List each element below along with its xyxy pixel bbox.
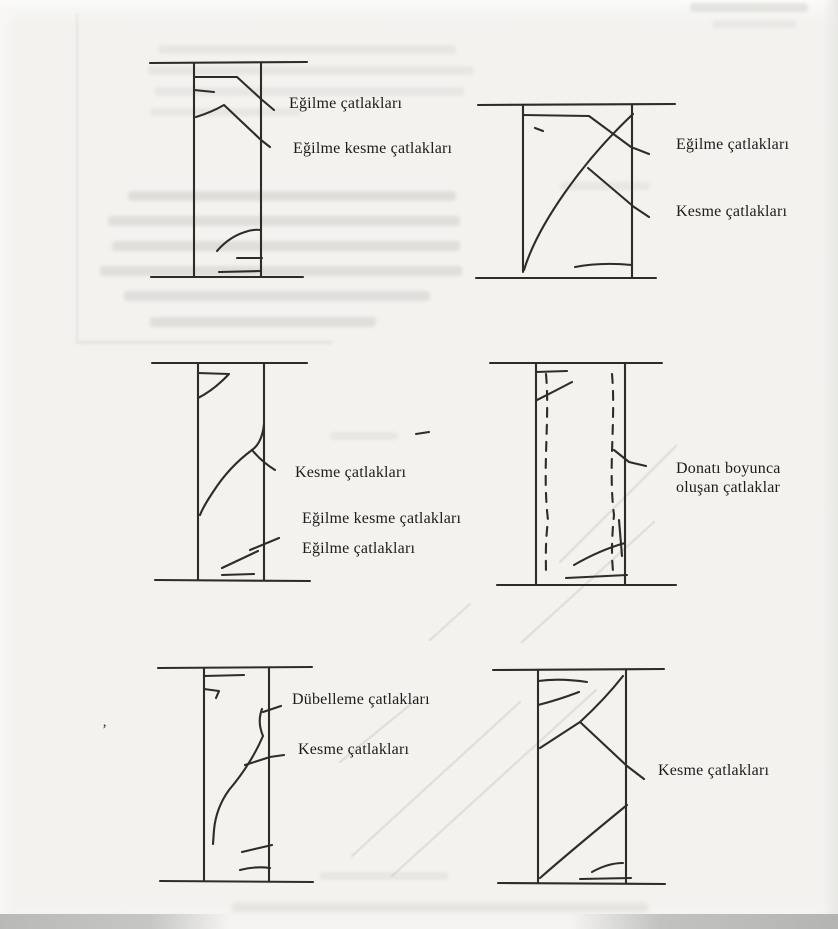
diagram-top-right bbox=[474, 102, 677, 280]
label-bottom-right-shear: Kesme çatlakları bbox=[658, 762, 770, 779]
bleed-stair-drawing bbox=[338, 444, 678, 878]
crack-shear-leader bbox=[250, 448, 277, 472]
page-edge-top bbox=[0, 0, 838, 8]
label-middle-left-flexure: Eğilme çatlakları bbox=[302, 540, 416, 557]
page-edge-right bbox=[822, 0, 838, 929]
crack-shear-leader bbox=[243, 753, 286, 767]
crack-flexure-leader bbox=[192, 75, 276, 112]
crack-dowel-leader bbox=[261, 704, 283, 714]
label-top-left-flexure: Eğilme çatlakları bbox=[289, 95, 403, 112]
diagram-middle-left bbox=[150, 361, 312, 583]
diagram-middle-right bbox=[488, 361, 678, 587]
diagram-bottom-right bbox=[491, 667, 667, 886]
label-top-right-shear: Kesme çatlakları bbox=[676, 203, 788, 220]
crack-shear-leader bbox=[578, 720, 646, 781]
label-middle-left-flexure-shear: Eğilme kesme çatlakları bbox=[302, 510, 462, 527]
crack-flexure-leader bbox=[248, 536, 281, 552]
crack-diagonal-upper bbox=[538, 674, 625, 750]
crack-dashed-right bbox=[610, 372, 616, 573]
page-edge-left bbox=[0, 0, 14, 929]
crack-flexure-shear-leader bbox=[194, 103, 272, 149]
stray-apostrophe-mark: ’ bbox=[102, 722, 107, 738]
crack-big-diagonal bbox=[522, 112, 635, 272]
crack-flexure-leader bbox=[521, 113, 651, 156]
label-middle-right-rebar-line2: oluşan çatlaklar bbox=[676, 479, 781, 496]
label-bottom-left-shear: Kesme çatlakları bbox=[298, 741, 410, 758]
crack-long-s bbox=[211, 707, 265, 846]
label-middle-right-rebar-line1: Donatı boyunca bbox=[676, 460, 781, 477]
crack-dashed-left bbox=[544, 372, 550, 576]
label-top-left-flexure-shear: Eğilme kesme çatlakları bbox=[293, 140, 453, 157]
stray-dash bbox=[414, 430, 431, 436]
label-bottom-left-dowel: Dübelleme çatlakları bbox=[292, 691, 430, 708]
page-bottom-edge-shadow bbox=[0, 914, 838, 929]
crack-rebar-leader bbox=[612, 448, 648, 468]
crack-s-curve bbox=[198, 422, 266, 517]
label-middle-left-shear: Kesme çatlakları bbox=[295, 464, 407, 481]
crack-shear-leader bbox=[586, 166, 651, 219]
diagram-top-left bbox=[148, 60, 309, 279]
diagram-bottom-left bbox=[156, 665, 315, 884]
label-middle-right-rebar: Donatı boyunca oluşan çatlaklar bbox=[676, 459, 781, 497]
crack-diagonal-lower bbox=[538, 803, 629, 880]
label-top-right-flexure: Eğilme çatlakları bbox=[676, 136, 790, 153]
